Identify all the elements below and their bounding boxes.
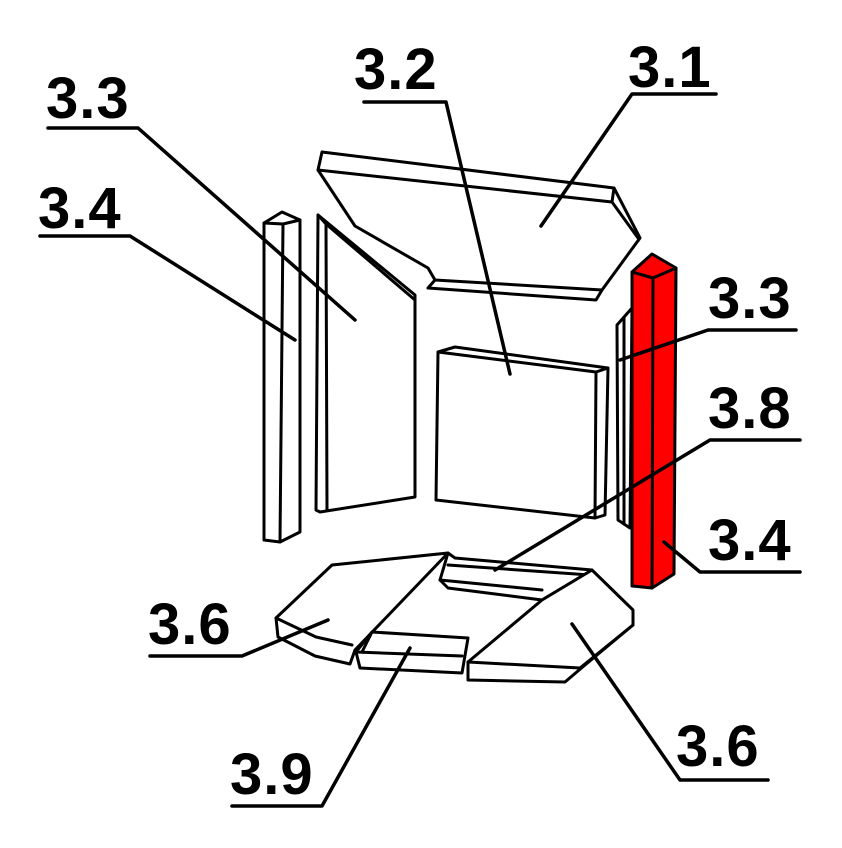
part-3-3-right-panel [615, 306, 634, 530]
label-3-8-right: 3.8 [708, 376, 792, 441]
part-3-9-front-strip [354, 630, 470, 675]
part-3-6-left-floor [274, 551, 450, 666]
part-3-1-deflector [316, 150, 642, 302]
leader-3-9 [230, 646, 412, 808]
leader-3-6-right [570, 622, 770, 782]
leader-3-2 [362, 100, 512, 376]
label-3-3-right: 3.3 [708, 266, 792, 331]
leader-3-4-left [38, 234, 297, 342]
leader-3-3-left [46, 126, 357, 322]
label-3-6-left: 3.6 [148, 592, 232, 657]
leader-3-4-right [662, 540, 802, 574]
leader-3-6-left [148, 618, 330, 658]
leader-3-1 [539, 92, 718, 228]
leader-3-8 [493, 438, 802, 572]
label-3-4-right: 3.4 [708, 508, 792, 573]
part-3-4-left-strip [262, 210, 302, 544]
label-3-6-right: 3.6 [676, 714, 760, 779]
label-3-1-top: 3.1 [628, 35, 712, 100]
label-3-2-top: 3.2 [354, 37, 438, 102]
leader-3-3-right [618, 328, 798, 362]
part-3-2-back-panel [434, 345, 610, 520]
leader-lines [38, 92, 802, 808]
part-3-4-right-strip-highlighted [630, 252, 678, 590]
label-3-4-left: 3.4 [38, 176, 122, 241]
part-3-3-left-panel [314, 213, 417, 514]
label-3-9-bottom: 3.9 [230, 742, 314, 807]
part-3-8-middle-floor [438, 551, 594, 602]
label-3-3-left: 3.3 [46, 66, 130, 131]
